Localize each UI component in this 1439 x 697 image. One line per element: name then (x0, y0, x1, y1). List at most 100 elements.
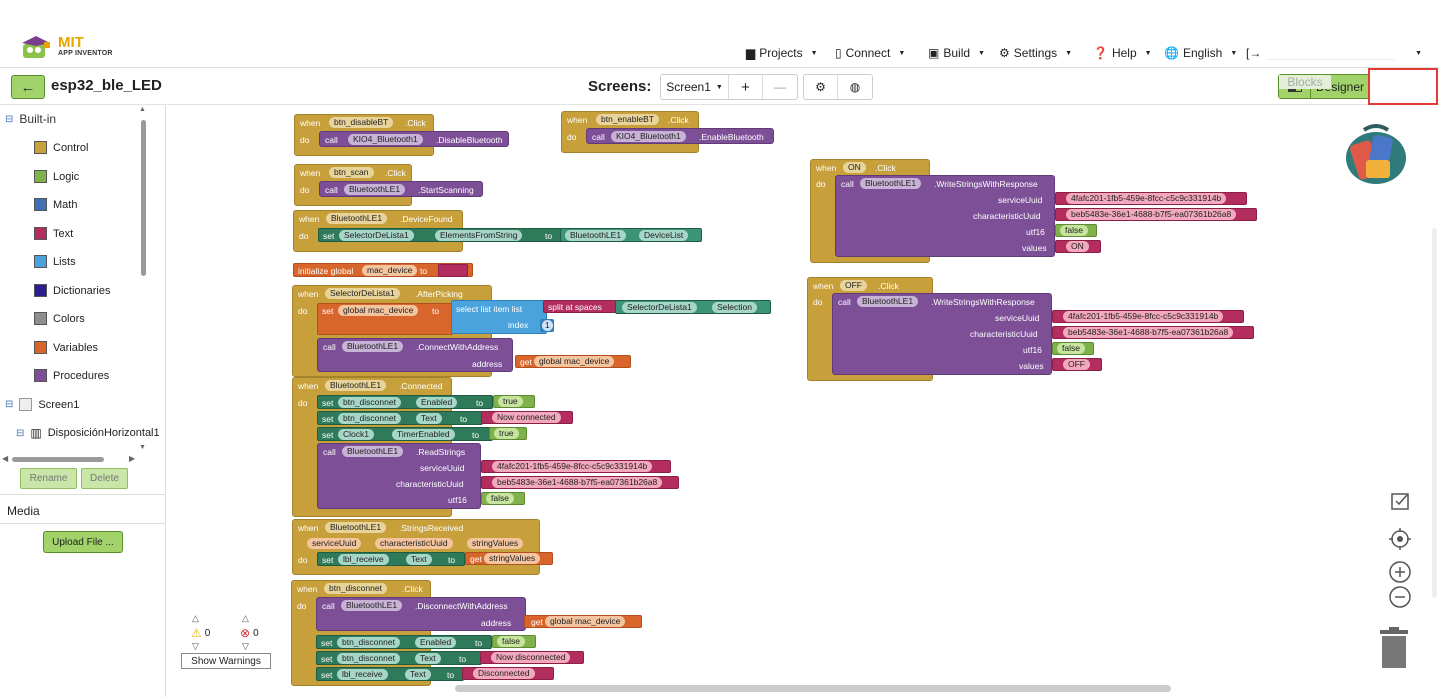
boolean-dropdown[interactable]: false (1060, 225, 1088, 236)
menu-help[interactable]: ❓Help▼ (1087, 42, 1158, 64)
component-dropdown[interactable]: btn_disconnet (324, 583, 387, 594)
boolean-block[interactable]: false (481, 492, 525, 505)
text-string-block[interactable]: 4fafc201-1fb5-459e-8fcc-c5c9c331914b (1055, 192, 1247, 205)
parameter-field[interactable]: serviceUuid (307, 538, 362, 549)
scroll-down-icon[interactable]: ▼ (139, 444, 146, 451)
empty-string-block[interactable] (438, 264, 468, 277)
set-block-btn-disconnet-text[interactable]: set btn_disconnet Text to (317, 411, 483, 425)
event-block-btn-scan-click[interactable]: when btn_scan .Click do call BluetoothLE… (294, 164, 483, 206)
set-block-btn-disconnet-enabled[interactable]: set btn_disconnet Enabled to (317, 395, 493, 409)
event-block-devicefound[interactable]: when BluetoothLE1 .DeviceFound do set Se… (293, 210, 702, 252)
component-dropdown[interactable]: btn_disconnet (338, 413, 401, 424)
warnings-down-arrow-icon[interactable]: ▽ (192, 641, 199, 651)
get-global-mac-device-block[interactable]: get global mac_device (515, 355, 631, 368)
palette-item-variables[interactable]: Variables (34, 341, 98, 354)
index-number-block[interactable]: 1 (540, 319, 554, 332)
text-value[interactable]: Disconnected (473, 668, 535, 679)
component-dropdown[interactable]: btn_scan (329, 167, 374, 178)
text-value[interactable]: beb5483e-36e1-4688-b7f5-ea07361b26a8 (1066, 209, 1237, 220)
scroll-left-icon[interactable]: ◀ (2, 454, 9, 463)
scroll-right-icon[interactable]: ▶ (129, 454, 136, 463)
property-dropdown[interactable]: Text (416, 413, 442, 424)
errors-up-arrow-icon[interactable]: △ (242, 613, 249, 623)
menu-settings[interactable]: ⚙Settings▼ (993, 42, 1078, 64)
set-block-lbl-receive-text[interactable]: set lbl_receive Text to (316, 667, 464, 681)
palette-item-colors[interactable]: Colors (34, 312, 85, 325)
preview-button[interactable]: ◍ (838, 75, 872, 99)
component-dropdown[interactable]: KIO4_Bluetooth1 (611, 131, 686, 142)
text-string-block[interactable]: OFF (1052, 358, 1102, 371)
component-dropdown[interactable]: BluetoothLE1 (344, 184, 406, 195)
component-node[interactable]: ⊟ ▥ DisposiciónHorizontal1 (16, 426, 160, 440)
parameter-field[interactable]: characteristicUuid (375, 538, 453, 549)
call-block-disconnectwithaddress[interactable]: call BluetoothLE1 .DisconnectWithAddress… (316, 597, 526, 631)
text-string-block[interactable]: beb5483e-36e1-4688-b7f5-ea07361b26a8 (481, 476, 679, 489)
component-dropdown[interactable]: btn_enableBT (596, 114, 659, 125)
property-dropdown[interactable]: ElementsFromString (435, 230, 523, 241)
event-block-btn-disablebt-click[interactable]: when btn_disableBT .Click do call KIO4_B… (294, 114, 509, 156)
palette-item-math[interactable]: Math (34, 198, 77, 211)
set-global-mac-device-block[interactable]: set global mac_device to (317, 303, 453, 335)
property-dropdown[interactable]: TimerEnabled (392, 429, 455, 440)
add-screen-button[interactable]: + (729, 75, 763, 99)
text-value[interactable]: 4fafc201-1fb5-459e-8fcc-c5c9c331914b (1063, 311, 1224, 322)
component-dropdown[interactable]: Clock1 (338, 429, 374, 440)
palette-item-text[interactable]: Text (34, 227, 73, 240)
component-dropdown[interactable]: lbl_receive (338, 554, 389, 565)
account-menu[interactable]: [→ ▼ (1246, 42, 1422, 64)
property-dropdown[interactable]: Text (406, 554, 432, 565)
set-block-elementsfromstring[interactable]: set SelectorDeLista1 ElementsFromString … (318, 228, 566, 242)
palette-item-procedures[interactable]: Procedures (34, 369, 109, 382)
property-dropdown[interactable]: Selection (712, 302, 757, 313)
boolean-block[interactable]: false (492, 635, 536, 648)
call-block-enablebluetooth[interactable]: call KIO4_Bluetooth1 .EnableBluetooth (586, 128, 774, 144)
text-string-block[interactable]: Disconnected (462, 667, 554, 680)
menu-projects[interactable]: ▆Projects▼ (740, 42, 824, 64)
component-dropdown[interactable]: BluetoothLE1 (342, 446, 404, 457)
text-value[interactable]: Now connected (492, 412, 561, 423)
component-dropdown[interactable]: BluetoothLE1 (341, 600, 403, 611)
blocks-workspace[interactable]: when btn_disableBT .Click do call KIO4_B… (167, 106, 1439, 697)
component-dropdown[interactable]: btn_disableBT (329, 117, 394, 128)
recenter-icon[interactable] (1388, 527, 1412, 551)
global-init-block[interactable]: initialize global mac_device to (293, 263, 473, 277)
property-dropdown[interactable]: Enabled (416, 397, 458, 408)
scroll-up-icon[interactable]: ▲ (139, 106, 146, 113)
back-button[interactable]: ← (11, 75, 45, 99)
text-string-block[interactable]: beb5483e-36e1-4688-b7f5-ea07361b26a8 (1055, 208, 1257, 221)
workspace-vertical-scrollbar[interactable] (1432, 228, 1437, 598)
text-string-block[interactable]: 4fafc201-1fb5-459e-8fcc-c5c9c331914b (1052, 310, 1244, 323)
palette-item-logic[interactable]: Logic (34, 170, 79, 183)
palette-item-dictionaries[interactable]: Dictionaries (34, 284, 110, 297)
component-dropdown[interactable]: BluetoothLE1 (857, 296, 919, 307)
app-inventor-logo[interactable]: MIT APP INVENTOR (20, 32, 120, 62)
get-global-mac-device-block[interactable]: get global mac_device (524, 615, 642, 628)
warnings-up-arrow-icon[interactable]: △ (192, 613, 199, 623)
palette-item-control[interactable]: Control (34, 141, 88, 154)
trash-icon[interactable] (1378, 627, 1410, 669)
text-value[interactable]: 4fafc201-1fb5-459e-8fcc-c5c9c331914b (492, 461, 653, 472)
delete-button[interactable]: Delete (81, 468, 128, 489)
remove-screen-button[interactable]: — (774, 80, 786, 94)
errors-down-arrow-icon[interactable]: ▽ (242, 641, 249, 651)
call-block-startscanning[interactable]: call BluetoothLE1 .StartScanning (319, 181, 483, 197)
event-block-btn-disconnet-click[interactable]: when btn_disconnet .Click do call Blueto… (291, 580, 642, 686)
call-block-readstrings[interactable]: call BluetoothLE1 .ReadStrings serviceUu… (317, 443, 481, 509)
boolean-dropdown[interactable]: false (497, 636, 525, 647)
text-string-block[interactable]: Now disconnected (480, 651, 584, 664)
component-dropdown[interactable]: lbl_receive (337, 669, 388, 680)
boolean-dropdown[interactable]: true (498, 396, 523, 407)
zoom-out-icon[interactable] (1388, 585, 1412, 609)
palette-item-lists[interactable]: Lists (34, 255, 76, 268)
component-dropdown[interactable]: SelectorDeLista1 (622, 302, 697, 313)
boolean-block[interactable]: false (1052, 342, 1094, 355)
split-at-spaces-block[interactable]: split at spaces (543, 300, 617, 313)
call-block-writestringswithresponse-on[interactable]: call BluetoothLE1 .WriteStringsWithRespo… (835, 175, 1055, 257)
set-block-lbl-receive-text[interactable]: set lbl_receive Text to (317, 552, 465, 566)
event-block-connected[interactable]: when BluetoothLE1 .Connected do set btn_… (292, 377, 679, 517)
text-string-block[interactable]: Now connected (481, 411, 573, 424)
call-block-connectwithaddress[interactable]: call BluetoothLE1 .ConnectWithAddress ad… (317, 338, 513, 372)
component-dropdown[interactable]: BluetoothLE1 (565, 230, 627, 241)
get-stringvalues-block[interactable]: get stringValues (465, 552, 553, 565)
text-value[interactable]: OFF (1063, 359, 1090, 370)
